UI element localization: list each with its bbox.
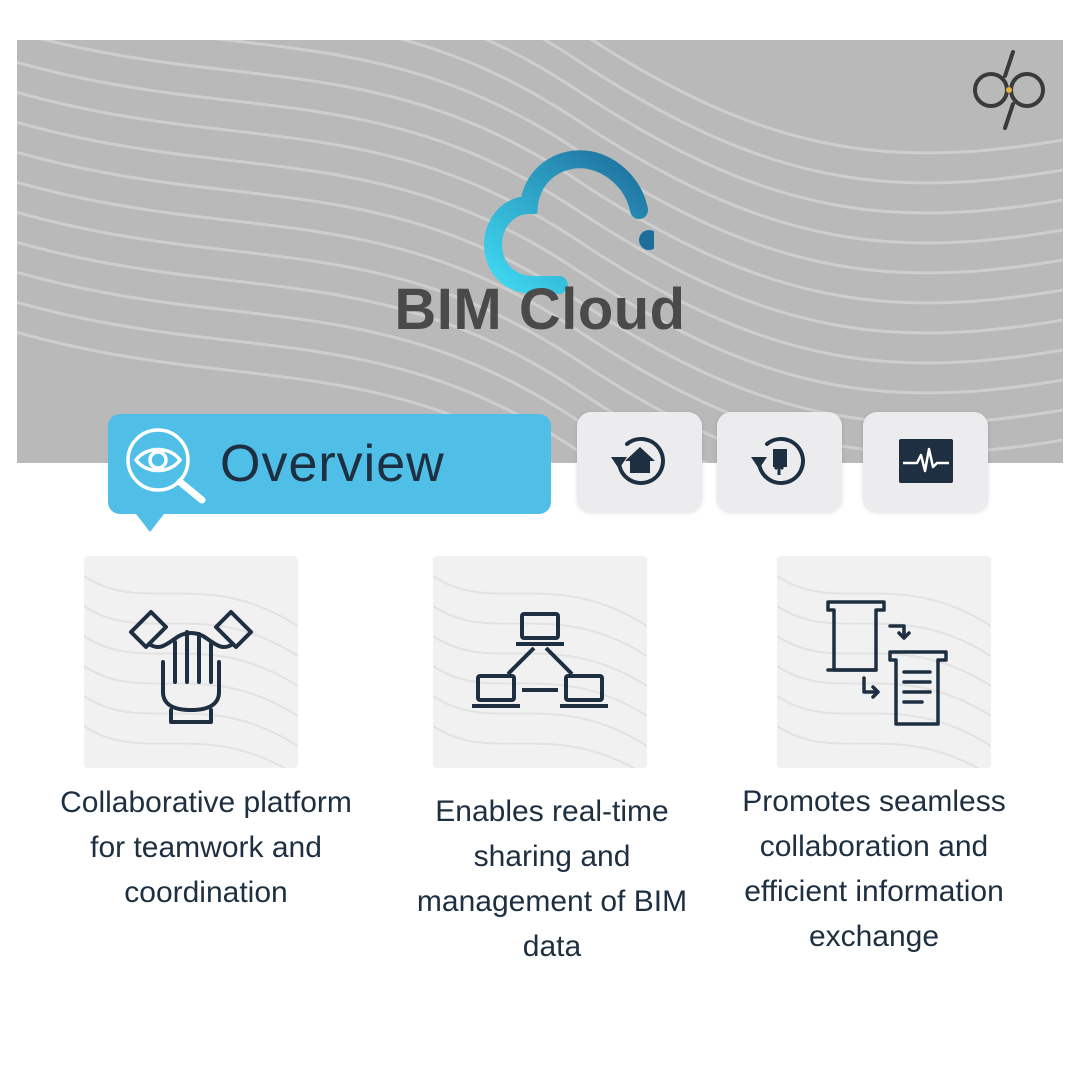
feature-text-exchange: Promotes seamless collaboration and effi…	[742, 785, 1006, 953]
refresh-document-button[interactable]	[717, 412, 842, 512]
cloud-icon	[484, 150, 654, 294]
tab-overview-label: Overview	[220, 435, 445, 493]
tab-overview[interactable]: Overview	[108, 414, 551, 532]
page-title: BIM Cloud	[394, 277, 686, 342]
feature-card-exchange	[777, 556, 991, 768]
wave-background	[17, 40, 1063, 463]
card-wave-background	[777, 575, 991, 768]
feature-card-teamwork	[84, 556, 298, 768]
network-computers-icon	[472, 612, 608, 708]
brand-mark-icon	[973, 50, 1045, 130]
feature-text-network: Enables real-time sharing and management…	[416, 795, 688, 963]
feature-text-teamwork: Collaborative platform for teamwork and …	[60, 786, 352, 909]
refresh-document-icon	[750, 436, 805, 485]
hero-banner: BIM Cloud	[17, 40, 1063, 463]
activity-monitor-button[interactable]	[863, 412, 988, 512]
card-wave-background	[433, 575, 647, 768]
refresh-home-icon	[610, 436, 665, 485]
refresh-home-button[interactable]	[577, 412, 702, 512]
eye-magnifier-icon	[126, 428, 206, 504]
document-exchange-icon	[826, 600, 948, 726]
feature-card-network	[433, 556, 647, 768]
teamwork-hands-icon	[129, 610, 253, 724]
activity-monitor-icon	[898, 439, 953, 483]
card-wave-background	[84, 575, 298, 768]
